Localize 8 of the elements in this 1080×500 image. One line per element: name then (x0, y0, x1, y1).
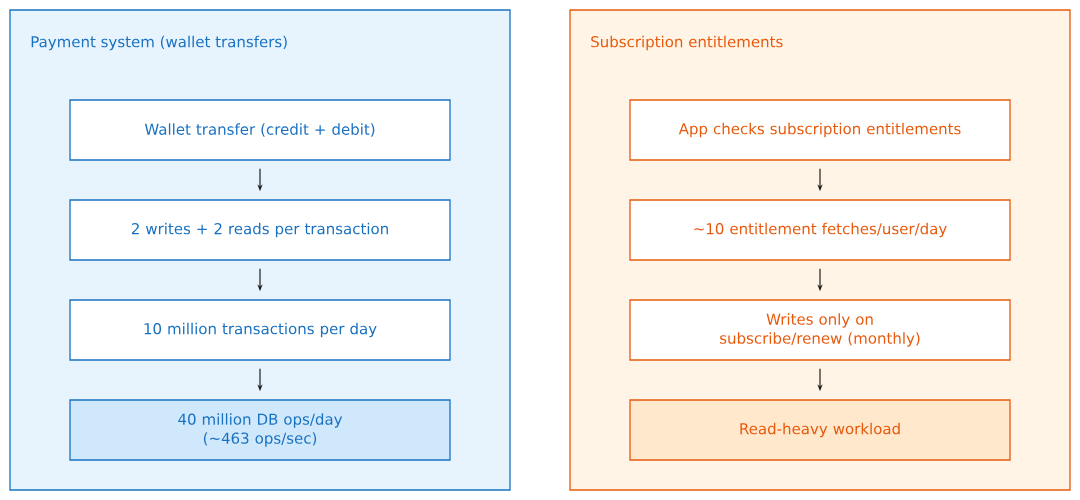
process-box: App checks subscription entitlements (629, 99, 1011, 161)
process-box: Wallet transfer (credit + debit) (69, 99, 451, 161)
process-box: Read-heavy workload (629, 399, 1011, 461)
process-box: Writes only on subscribe/renew (monthly) (629, 299, 1011, 361)
process-box: 10 million transactions per day (69, 299, 451, 361)
process-box: ~10 entitlement fetches/user/day (629, 199, 1011, 261)
process-box: 40 million DB ops/day (~463 ops/sec) (69, 399, 451, 461)
process-box: 2 writes + 2 reads per transaction (69, 199, 451, 261)
